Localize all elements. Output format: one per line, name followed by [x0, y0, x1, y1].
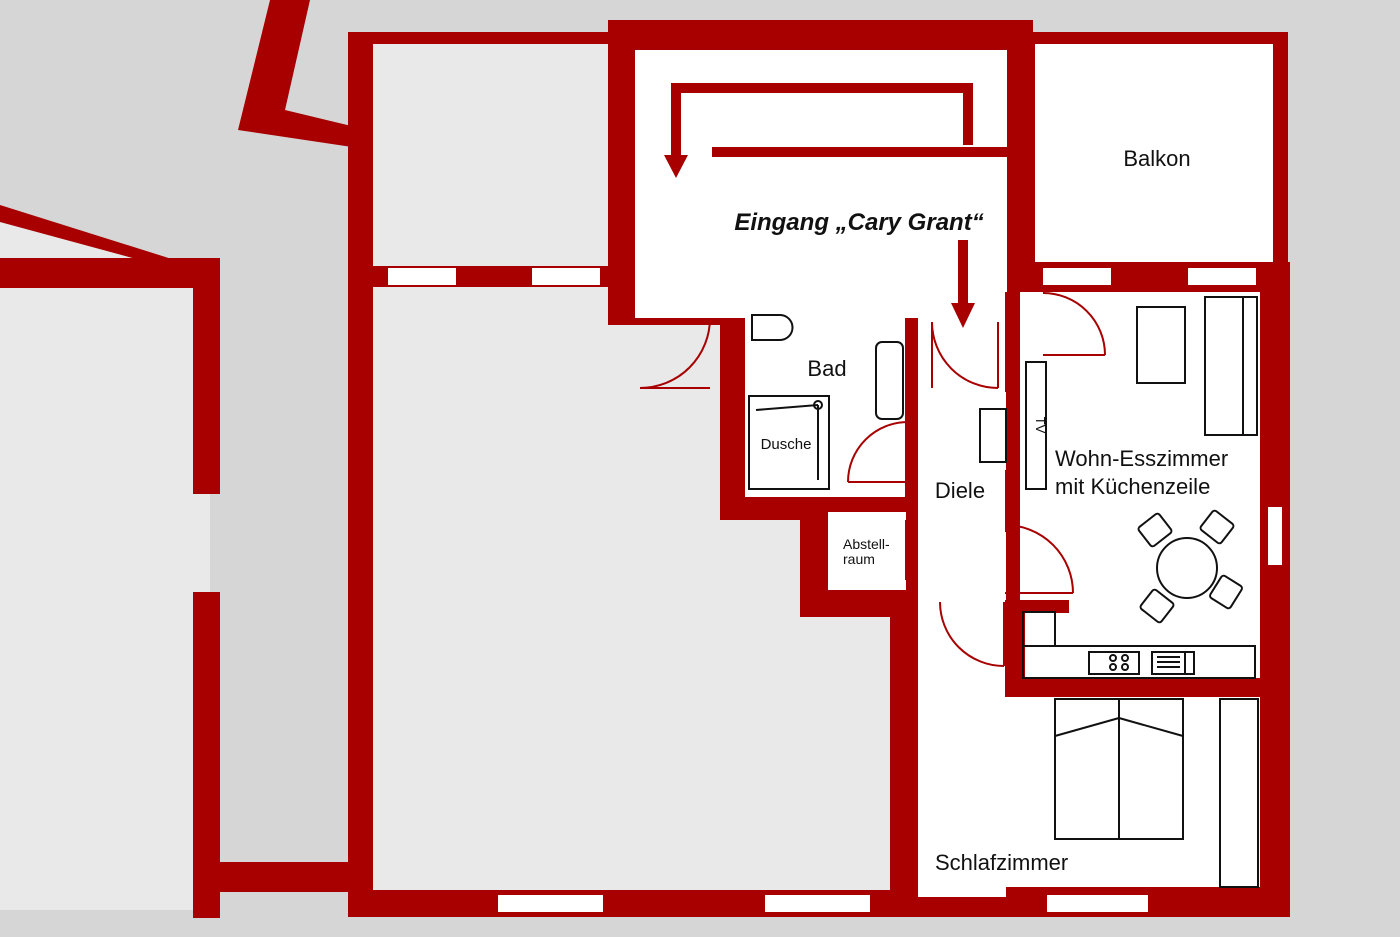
room-label-diele: Diele: [935, 478, 985, 503]
dining-table: [1156, 537, 1218, 599]
furniture: [748, 296, 1259, 888]
sink-icon: [875, 341, 904, 420]
room-label-wohn-line2: mit Küchenzeile: [1055, 474, 1210, 499]
sink-icon: [1151, 651, 1195, 675]
tv-stand: [1025, 361, 1047, 490]
room-label-balkon: Balkon: [1123, 146, 1190, 171]
stove-icon: [1088, 651, 1140, 675]
interior-walls: [905, 262, 1290, 890]
toilet-icon: [751, 314, 794, 341]
entrance-stair-arrows: [664, 83, 1007, 328]
room-floors: [635, 44, 1273, 897]
room-label-abstellraum-line1: Abstell-: [843, 536, 890, 552]
shower-icon: [748, 395, 830, 490]
entrance-label: Eingang „Cary Grant“: [734, 209, 983, 236]
wardrobe: [1219, 698, 1259, 888]
windows: [388, 268, 1282, 912]
tv-label: TV: [1033, 417, 1048, 434]
room-label-wohn-line1: Wohn-Esszimmer: [1055, 446, 1228, 471]
room-label-dusche: Dusche: [761, 436, 812, 453]
sofa: [1204, 296, 1258, 436]
room-label-schlafzimmer: Schlafzimmer: [935, 850, 1068, 875]
room-label-abstellraum-line2: raum: [843, 551, 875, 567]
coffee-table: [1136, 306, 1186, 384]
arrow-down-icon: [951, 303, 975, 328]
room-label-bad: Bad: [807, 356, 846, 381]
doors: [639, 292, 1106, 667]
neighbor-building: [0, 0, 372, 918]
kitchen-counter: [1022, 645, 1256, 679]
hall-cabinet: [979, 408, 1007, 463]
